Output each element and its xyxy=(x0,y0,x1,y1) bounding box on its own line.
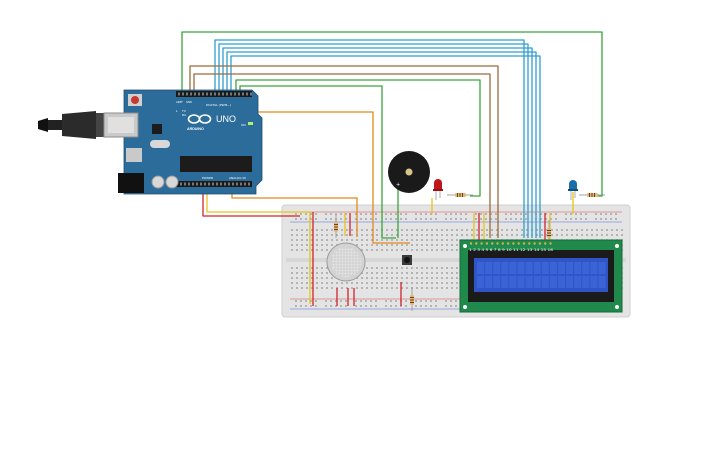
wire-blue-4 xyxy=(226,51,537,238)
atmega-chip xyxy=(180,156,252,172)
wire-green-3 xyxy=(239,85,396,239)
blue-led xyxy=(568,180,578,200)
arduino-logo xyxy=(187,114,212,124)
pushbutton[interactable] xyxy=(402,255,412,265)
digital-header xyxy=(178,92,252,96)
arduino-model: UNO xyxy=(216,114,236,124)
gas-sensor xyxy=(326,242,366,282)
lcd-pin-header xyxy=(469,242,552,245)
arduino-brand: ARDUINO xyxy=(187,127,204,131)
gnd-label: GND xyxy=(186,100,192,104)
usb-cable xyxy=(38,111,104,139)
lcd-16x2: 1 2 3 4 5 6 7 8 9 10 11 12 13 14 15 16 xyxy=(459,239,623,313)
wire-brown-2 xyxy=(193,73,491,238)
tx-label: TX xyxy=(181,109,186,113)
power-analog-header xyxy=(180,182,250,186)
lcd-character-cells xyxy=(477,262,606,288)
wire-green-2 xyxy=(235,79,481,197)
aref-label: AREF xyxy=(176,100,183,104)
wire-red-power xyxy=(202,186,300,217)
wire-orange-1 xyxy=(250,111,410,244)
l-label: L xyxy=(176,109,178,113)
wire-green-top xyxy=(181,31,603,197)
analog-label: ANALOG IN xyxy=(229,176,246,180)
power-label: POWER xyxy=(202,176,213,180)
on-label: ON xyxy=(241,123,246,127)
rx-label: RX xyxy=(182,113,186,117)
arduino-uno: UNO ARDUINO DIGITAL (PWM~) POWER ANALOG … xyxy=(38,89,263,195)
wire-yellow-1 xyxy=(206,186,311,304)
lcd-pin-numbers: 1 2 3 4 5 6 7 8 9 10 11 12 13 14 15 16 xyxy=(469,248,553,252)
wire-blue-2 xyxy=(218,43,529,238)
piezo-buzzer: + xyxy=(388,151,430,193)
resistors xyxy=(334,193,605,311)
digital-label: DIGITAL (PWM~) xyxy=(206,103,231,107)
wires xyxy=(181,31,603,306)
wire-brown-1 xyxy=(189,65,499,238)
svg-text:+: + xyxy=(396,182,400,188)
reset-button[interactable] xyxy=(131,96,139,104)
red-led xyxy=(433,179,443,200)
wire-blue-3 xyxy=(222,47,533,238)
